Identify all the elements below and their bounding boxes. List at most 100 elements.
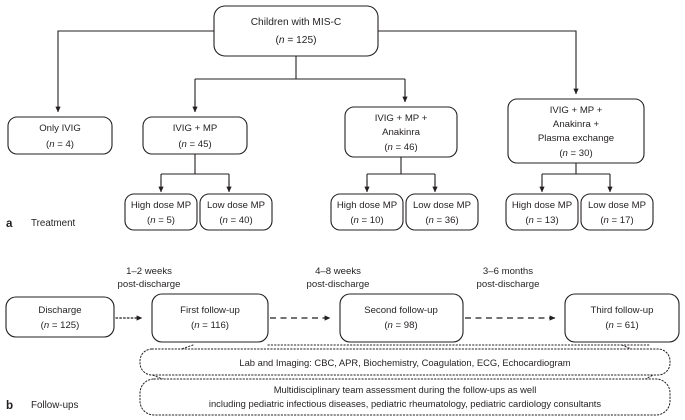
node-ivig-mp-anakinra: IVIG + MP + Anakinra (n = 46) [344, 106, 458, 158]
n-value: = 61) [614, 320, 639, 331]
note-multidisciplinary: Multidisciplinary team assessment during… [139, 378, 671, 416]
n-value: = 5) [156, 215, 175, 226]
n-italic: n [223, 215, 228, 226]
node-label: Low dose MP [207, 200, 265, 211]
node-box [580, 193, 654, 231]
node-dose-high-10: High dose MP (n = 10) [330, 193, 404, 231]
n-italic: n [150, 215, 155, 226]
n-value: = 40) [228, 215, 253, 226]
timeline-line1: 1–2 weeks [126, 266, 172, 277]
timeline-label-3-6-months: 3–6 months post-discharge [477, 266, 540, 290]
node-ivig-mp: IVIG + MP (n = 45) [142, 116, 248, 155]
node-count: (n = 10) [350, 215, 383, 226]
connector-split-ivig-mp [160, 154, 230, 186]
n-italic: n [354, 215, 359, 226]
n-italic: n [194, 320, 199, 331]
node-dose-high-13: High dose MP (n = 13) [505, 193, 579, 231]
connector-root-to-plasma [378, 30, 579, 95]
n-italic: n [429, 215, 434, 226]
node-box [124, 193, 198, 231]
node-label: High dose MP [131, 200, 191, 211]
timeline-label-1-2-weeks: 1–2 weeks post-discharge [118, 266, 181, 290]
n-italic: n [44, 320, 49, 331]
n-italic: n [388, 142, 393, 153]
node-label-line3: Plasma exchange [538, 133, 614, 144]
node-box [339, 293, 464, 343]
node-label-line2: Anakinra [382, 127, 421, 138]
connector-root-to-only-ivig [55, 30, 214, 113]
n-italic: n [604, 215, 609, 226]
n-value: = 4) [55, 139, 74, 150]
node-box [330, 193, 404, 231]
node-count: (n = 4) [46, 139, 74, 150]
node-count: (n = 61) [605, 320, 638, 331]
node-box [5, 296, 115, 338]
node-count: (n = 46) [384, 142, 417, 153]
n-value: = 46) [393, 142, 418, 153]
node-label-line1: IVIG + MP + [550, 105, 603, 116]
node-label: Children with MIS-C [251, 17, 342, 28]
n-italic: n [279, 35, 285, 46]
node-label: High dose MP [337, 200, 397, 211]
timeline-label-4-8-weeks: 4–8 weeks post-discharge [307, 266, 370, 290]
node-first-follow-up: First follow-up (n = 116) [151, 293, 269, 343]
node-label-line1: IVIG + MP + [375, 113, 428, 124]
note-lab-imaging: Lab and Imaging: CBC, APR, Biochemistry,… [139, 348, 671, 376]
note-line2: including pediatric infectious diseases,… [209, 398, 602, 409]
timeline-line1: 3–6 months [483, 266, 533, 277]
n-value: = 13) [534, 215, 559, 226]
n-italic: n [182, 139, 187, 150]
node-label: First follow-up [180, 305, 240, 316]
n-value: = 116) [200, 320, 229, 331]
n-italic: n [609, 320, 614, 331]
node-third-follow-up: Third follow-up (n = 61) [564, 293, 680, 343]
node-box [564, 293, 680, 343]
node-box [151, 293, 269, 343]
node-count: (n = 13) [525, 215, 558, 226]
node-count: (n = 116) [191, 320, 229, 331]
panel-label-treatment: Treatment [31, 218, 76, 229]
node-count: (n = 36) [425, 215, 458, 226]
node-count: (n = 45) [178, 139, 211, 150]
node-count: (n = 40) [219, 215, 252, 226]
panel-letter-b: b [6, 399, 13, 412]
n-italic: n [563, 148, 568, 159]
node-label: Low dose MP [588, 200, 646, 211]
timeline-line2: post-discharge [118, 279, 181, 290]
n-value: = 98) [393, 320, 418, 331]
connector-root-split [194, 56, 406, 112]
node-label: Discharge [38, 305, 81, 316]
n-value: = 125) [49, 320, 79, 331]
n-value: = 30) [568, 148, 593, 159]
node-children-with-mis-c: Children with MIS-C (n = 125) [213, 5, 379, 57]
node-second-follow-up: Second follow-up (n = 98) [339, 293, 464, 343]
node-label: IVIG + MP [173, 123, 218, 134]
node-label-line2: Anakinra + [553, 119, 600, 130]
node-box [7, 116, 113, 155]
node-dose-low-40: Low dose MP (n = 40) [199, 193, 273, 231]
n-value: = 10) [359, 215, 384, 226]
n-italic: n [49, 139, 54, 150]
n-value: = 36) [434, 215, 459, 226]
node-label: High dose MP [512, 200, 572, 211]
n-italic: n [388, 320, 393, 331]
node-count: (n = 30) [559, 148, 592, 159]
node-dose-high-5: High dose MP (n = 5) [124, 193, 198, 231]
panel-label-followups: Follow-ups [31, 400, 78, 411]
node-only-ivig: Only IVIG (n = 4) [7, 116, 113, 155]
node-count: (n = 125) [41, 320, 80, 331]
node-ivig-mp-anakinra-plasma: IVIG + MP + Anakinra + Plasma exchange (… [507, 98, 645, 164]
connector-split-plasma [541, 163, 611, 186]
node-box [405, 193, 479, 231]
node-dose-low-17: Low dose MP (n = 17) [580, 193, 654, 231]
n-value: = 45) [187, 139, 212, 150]
node-count: (n = 17) [600, 215, 633, 226]
timeline-line2: post-discharge [477, 279, 540, 290]
node-discharge: Discharge (n = 125) [5, 296, 115, 338]
timeline-line1: 4–8 weeks [315, 266, 361, 277]
note-line1: Multidisciplinary team assessment during… [274, 384, 537, 395]
node-dose-low-36: Low dose MP (n = 36) [405, 193, 479, 231]
panel-letter-a: a [6, 217, 13, 230]
timeline-line2: post-discharge [307, 279, 370, 290]
